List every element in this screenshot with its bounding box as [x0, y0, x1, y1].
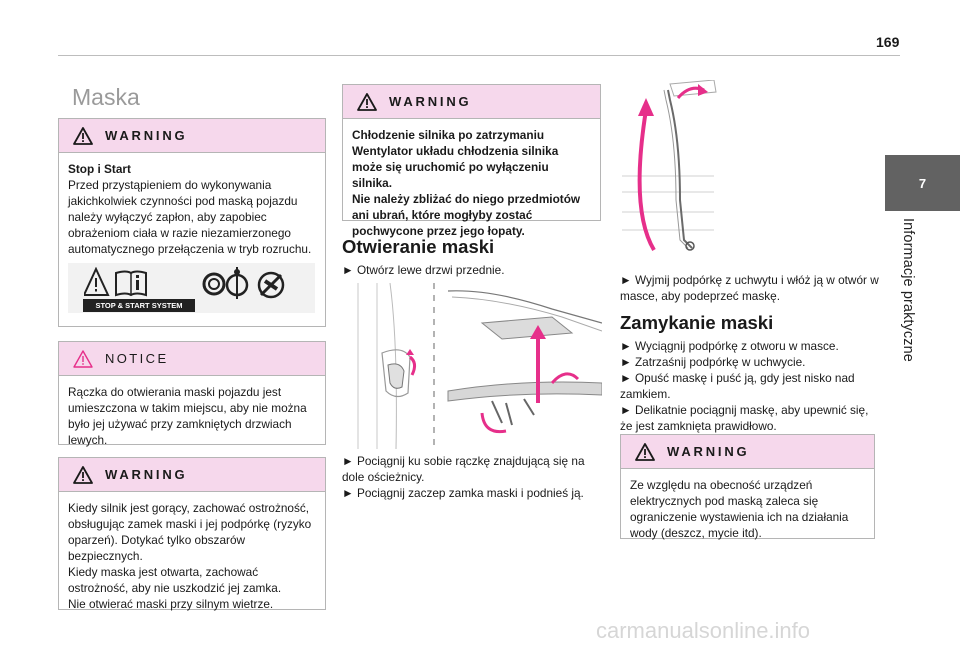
warning-triangle-icon: [635, 442, 655, 461]
warning-text: Chłodzenie silnika po zatrzymaniu: [352, 128, 545, 142]
opening-title: Otwieranie maski: [342, 236, 495, 257]
stop-start-label: STOP & START SYSTEM: [83, 299, 195, 312]
header-divider: [58, 55, 900, 56]
warning-text-2: Wentylator układu chłodzenia silnika moż…: [352, 144, 559, 190]
closing-step-1: ► Wyciągnij podpórkę z otworu w masce.: [620, 339, 839, 353]
watermark: carmanualsonline.info: [596, 618, 811, 643]
hood-prop-figure: [618, 80, 718, 262]
warning-label: WARNING: [389, 94, 472, 109]
opening-step-1: ► Otwórz lewe drzwi przednie.: [342, 263, 505, 277]
warning-title: Stop i Start: [68, 162, 131, 176]
opening-step-4: ► Wyjmij podpórkę z uchwytu i włóż ją w …: [620, 273, 879, 303]
warning-triangle-icon: [357, 92, 377, 111]
chapter-tab[interactable]: 7: [885, 155, 960, 211]
closing-step-2: ► Zatrzaśnij podpórkę w uchwycie.: [620, 355, 806, 369]
closing-step-4: ► Delikatnie pociągnij maskę, aby upewni…: [620, 403, 869, 433]
notice-label: NOTICE: [105, 351, 169, 366]
warning-box-hot-engine: WARNING Kiedy silnik jest gorący, zachow…: [58, 457, 326, 611]
warning-box-water: WARNING Ze względu na obecność urządzeń …: [620, 434, 875, 540]
closing-title: Zamykanie maski: [620, 312, 774, 333]
warning-triangle-icon: [73, 126, 93, 145]
chapter-label: Informacje praktyczne: [900, 218, 916, 362]
warning-header: WARNING: [621, 435, 874, 469]
notice-text: Rączka do otwierania maski pojazdu jest …: [68, 385, 307, 447]
warning-triangle-icon: [73, 465, 93, 484]
warning-text-2: Kiedy maska jest otwarta, zachować ostro…: [68, 565, 282, 595]
hood-prop-illustration: [622, 80, 717, 252]
page-number: 169: [876, 34, 900, 50]
manual-pictograms-icon: [84, 267, 285, 299]
warning-header: WARNING: [59, 458, 325, 492]
opening-step-2: ► Pociągnij ku sobie rączkę znajdującą s…: [342, 454, 585, 484]
warning-text-3: Nie otwierać maski przy silnym wietrze.: [68, 597, 274, 611]
warning-header: WARNING: [343, 85, 600, 119]
warning-text: Ze względu na obecność urządzeń elektryc…: [630, 478, 849, 540]
notice-box: NOTICE Rączka do otwierania maski pojazd…: [58, 341, 326, 447]
warning-text: Kiedy silnik jest gorący, zachować ostro…: [68, 501, 312, 563]
notice-triangle-icon: [73, 349, 93, 368]
opening-step-3: ► Pociągnij zaczep zamka maski i podnieś…: [342, 486, 584, 500]
notice-header: NOTICE: [59, 342, 325, 376]
hood-release-figure: [352, 283, 602, 449]
section-title: Maska: [72, 84, 140, 110]
warning-box-cooling: WARNING Chłodzenie silnika po zatrzymani…: [342, 84, 601, 238]
warning-header: WARNING: [59, 119, 325, 153]
warning-label: WARNING: [105, 128, 188, 143]
warning-label: WARNING: [667, 444, 750, 459]
warning-label: WARNING: [105, 467, 188, 482]
warning-box-stop-start: WARNING Stop i Start Przed przystąpienie…: [58, 118, 326, 327]
closing-step-3: ► Opuść maskę i puść ją, gdy jest nisko …: [620, 371, 855, 401]
stop-start-icon-strip: STOP & START SYSTEM: [68, 263, 315, 313]
warning-text-3: Nie należy zbliżać do niego przedmiotów …: [352, 192, 581, 238]
warning-text: Przed przystąpieniem do wykonywania jaki…: [68, 178, 312, 256]
hood-release-illustration: [357, 283, 602, 449]
